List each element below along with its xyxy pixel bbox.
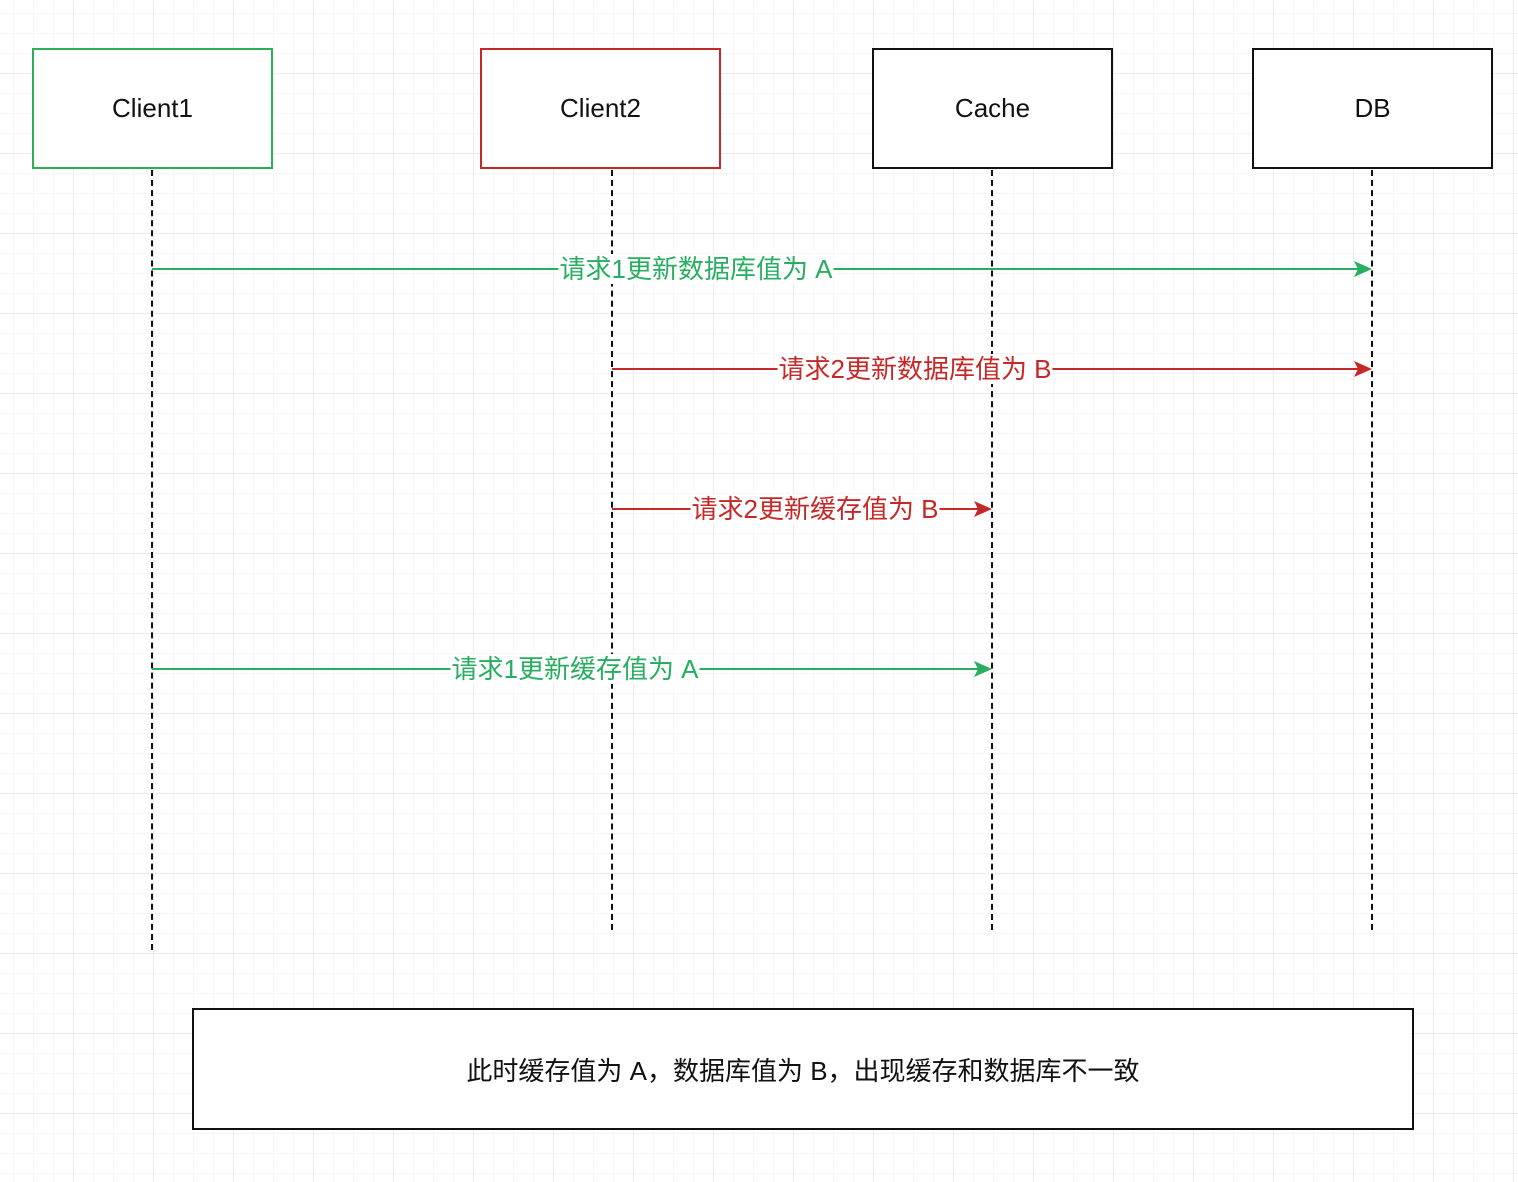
lifeline-db: [1371, 170, 1373, 930]
actor-db: DB: [1252, 48, 1493, 169]
message-label: 请求2更新数据库值为 B: [777, 354, 1053, 384]
actor-label: DB: [1354, 93, 1391, 123]
conclusion-note: 此时缓存值为 A，数据库值为 B，出现缓存和数据库不一致: [192, 1008, 1414, 1130]
message-label: 请求2更新缓存值为 B: [690, 494, 940, 524]
message-label: 请求1更新数据库值为 A: [558, 254, 834, 284]
actor-label: Client1: [112, 93, 193, 123]
actor-label: Cache: [954, 93, 1031, 123]
actor-label: Client2: [560, 93, 641, 123]
actor-cache: Cache: [872, 48, 1113, 169]
actor-client2: Client2: [480, 48, 721, 169]
lifeline-client2: [611, 170, 613, 930]
actor-client1: Client1: [32, 48, 273, 169]
message-label: 请求1更新缓存值为 A: [450, 654, 700, 684]
lifeline-client1: [151, 170, 153, 950]
note-text: 此时缓存值为 A，数据库值为 B，出现缓存和数据库不一致: [466, 1055, 1140, 1086]
lifeline-cache: [991, 170, 993, 930]
